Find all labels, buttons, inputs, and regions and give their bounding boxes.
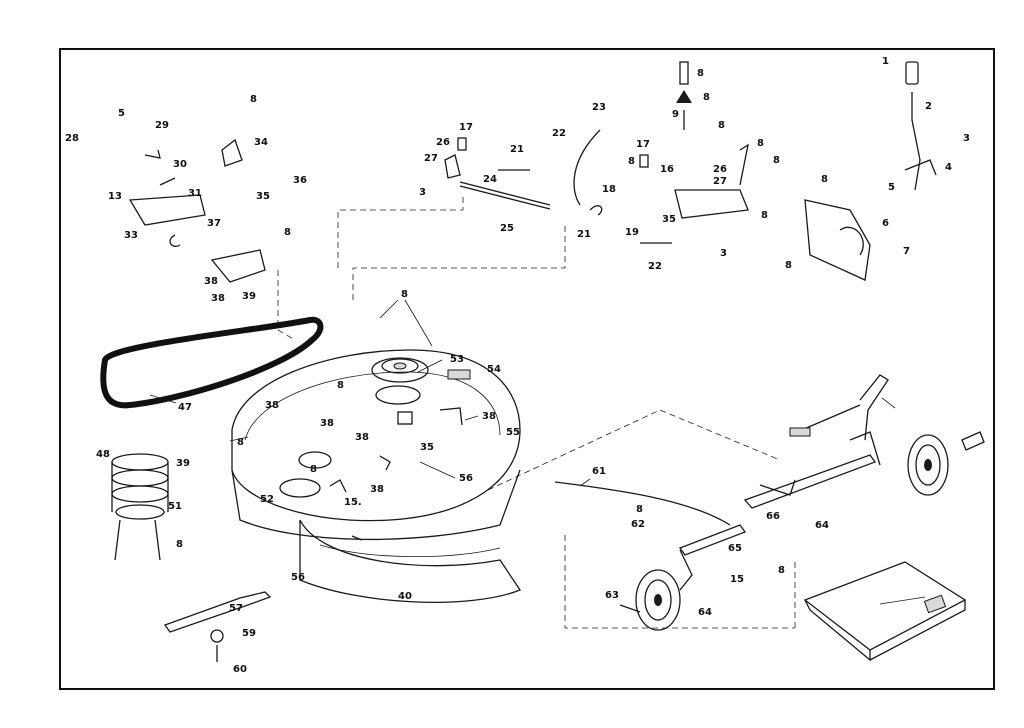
callout: 53 [450, 354, 464, 365]
left-assembly [111, 453, 272, 662]
callout: 47 [178, 402, 192, 413]
callout: 21 [577, 229, 591, 240]
callout: 25 [500, 223, 514, 234]
callout: 1 [882, 56, 889, 67]
callout: 2 [925, 101, 932, 112]
callout: 60 [233, 664, 247, 675]
callout: 35 [662, 214, 676, 225]
callout: 61 [592, 466, 606, 477]
callout: 35 [420, 442, 434, 453]
callout: 19 [625, 227, 639, 238]
callout: 8 [337, 380, 344, 391]
callout: 8 [773, 155, 780, 166]
callout: 23 [592, 102, 606, 113]
callout: 22 [552, 128, 566, 139]
callout: 52 [260, 494, 274, 505]
callout: 4 [945, 162, 952, 173]
callout: 8 [237, 437, 244, 448]
dashed-guides [277, 195, 796, 629]
diagram-frame [59, 48, 995, 690]
callout: 36 [293, 175, 307, 186]
callout: 8 [785, 260, 792, 271]
callout: 28 [65, 133, 79, 144]
callout: 8 [778, 565, 785, 576]
callout: 15. [344, 497, 362, 508]
callout: 8 [636, 504, 643, 515]
callout: 18 [602, 184, 616, 195]
callout: 27 [713, 176, 727, 187]
callout: 56 [291, 572, 305, 583]
callout: 5 [118, 108, 125, 119]
callout: 39 [176, 458, 190, 469]
callout: 29 [155, 120, 169, 131]
callout: 15 [730, 574, 744, 585]
callout: 8 [757, 138, 764, 149]
callout: 24 [483, 174, 497, 185]
callout: 7 [903, 246, 910, 257]
callout: 8 [703, 92, 710, 103]
callout: 8 [697, 68, 704, 79]
callout: 66 [766, 511, 780, 522]
callout: 8 [628, 156, 635, 167]
callout: 65 [728, 543, 742, 554]
callout: 54 [487, 364, 501, 375]
callout: 55 [506, 427, 520, 438]
callout: 39 [242, 291, 256, 302]
callout: 22 [648, 261, 662, 272]
callout: 64 [815, 520, 829, 531]
callout: 51 [168, 501, 182, 512]
callout: 8 [821, 174, 828, 185]
callout: 16 [660, 164, 674, 175]
callout: 17 [459, 122, 473, 133]
callout: 38 [265, 400, 279, 411]
callout: 6 [882, 218, 889, 229]
callout: 63 [605, 590, 619, 601]
callout: 34 [254, 137, 268, 148]
callout: 21 [510, 144, 524, 155]
leader-lines [149, 299, 926, 605]
callout: 27 [424, 153, 438, 164]
callout: 26 [713, 164, 727, 175]
callout-labels: 8 5 28 29 30 31 13 33 34 35 36 37 8 38 3… [65, 56, 970, 675]
callout: 35 [256, 191, 270, 202]
callout: 64 [698, 607, 712, 618]
callout: 17 [636, 139, 650, 150]
callout: 3 [419, 187, 426, 198]
callout: 38 [320, 418, 334, 429]
mower-deck [231, 349, 521, 603]
callout: 8 [250, 94, 257, 105]
wheel-assembly [554, 374, 985, 662]
callout: 48 [96, 449, 110, 460]
callout: 13 [108, 191, 122, 202]
callout: 30 [173, 159, 187, 170]
callout: 56 [459, 473, 473, 484]
callout: 31 [188, 188, 202, 199]
callout: 8 [718, 120, 725, 131]
callout: 57 [229, 603, 243, 614]
callout: 38 [482, 411, 496, 422]
callout: 37 [207, 218, 221, 229]
callout: 8 [284, 227, 291, 238]
callout: 8 [401, 289, 408, 300]
callout: 62 [631, 519, 645, 530]
callout: 9 [672, 109, 679, 120]
callout: 8 [310, 464, 317, 475]
callout: 3 [720, 248, 727, 259]
drive-belt [100, 316, 324, 409]
callout: 8 [176, 539, 183, 550]
callout: 38 [370, 484, 384, 495]
callout: 59 [242, 628, 256, 639]
callout: 38 [211, 293, 225, 304]
callout: 38 [355, 432, 369, 443]
callout: 33 [124, 230, 138, 241]
callout: 26 [436, 137, 450, 148]
callout: 3 [963, 133, 970, 144]
callout: 5 [888, 182, 895, 193]
callout: 38 [204, 276, 218, 287]
callout: 40 [398, 591, 412, 602]
engine-controls [128, 61, 937, 283]
callout: 8 [761, 210, 768, 221]
